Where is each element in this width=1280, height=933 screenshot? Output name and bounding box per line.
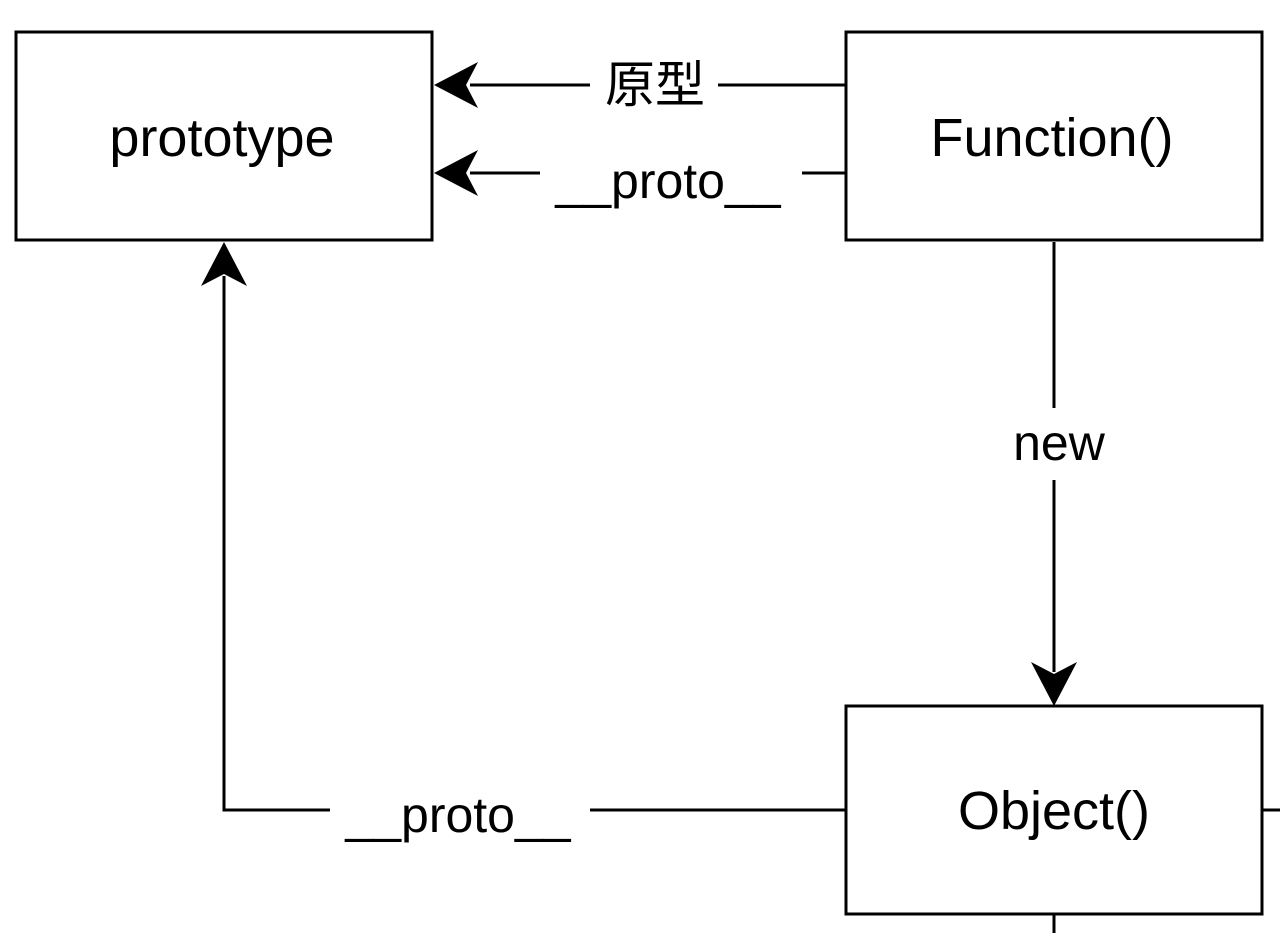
edge-function-to-prototype-label: 原型 — [434, 52, 845, 114]
arrowhead-icon — [201, 242, 247, 286]
arrowhead-icon — [1031, 662, 1077, 706]
node-label: prototype — [109, 108, 334, 168]
node-box — [844, 704, 1264, 916]
edge-label: 原型 — [605, 57, 705, 113]
node-box — [14, 30, 434, 242]
edge-line — [222, 276, 845, 812]
node-object[interactable]: Object() — [844, 704, 1264, 916]
arrowhead-icon — [434, 62, 478, 108]
edge-label: __proto__ — [344, 787, 571, 843]
arrowhead-icon — [434, 150, 478, 196]
node-label: Object() — [958, 781, 1150, 841]
edge-function-proto-to-prototype: __proto__ — [434, 140, 845, 210]
node-box — [844, 30, 1264, 242]
edge-label: __proto__ — [554, 153, 781, 209]
edge-function-new-object: new — [1004, 242, 1114, 706]
node-prototype[interactable]: prototype — [14, 30, 434, 242]
node-function[interactable]: Function() — [844, 30, 1264, 242]
node-label: Function() — [930, 108, 1173, 168]
edge-object-proto-to-prototype: __proto__ — [201, 242, 845, 847]
edge-label: new — [1013, 415, 1106, 471]
